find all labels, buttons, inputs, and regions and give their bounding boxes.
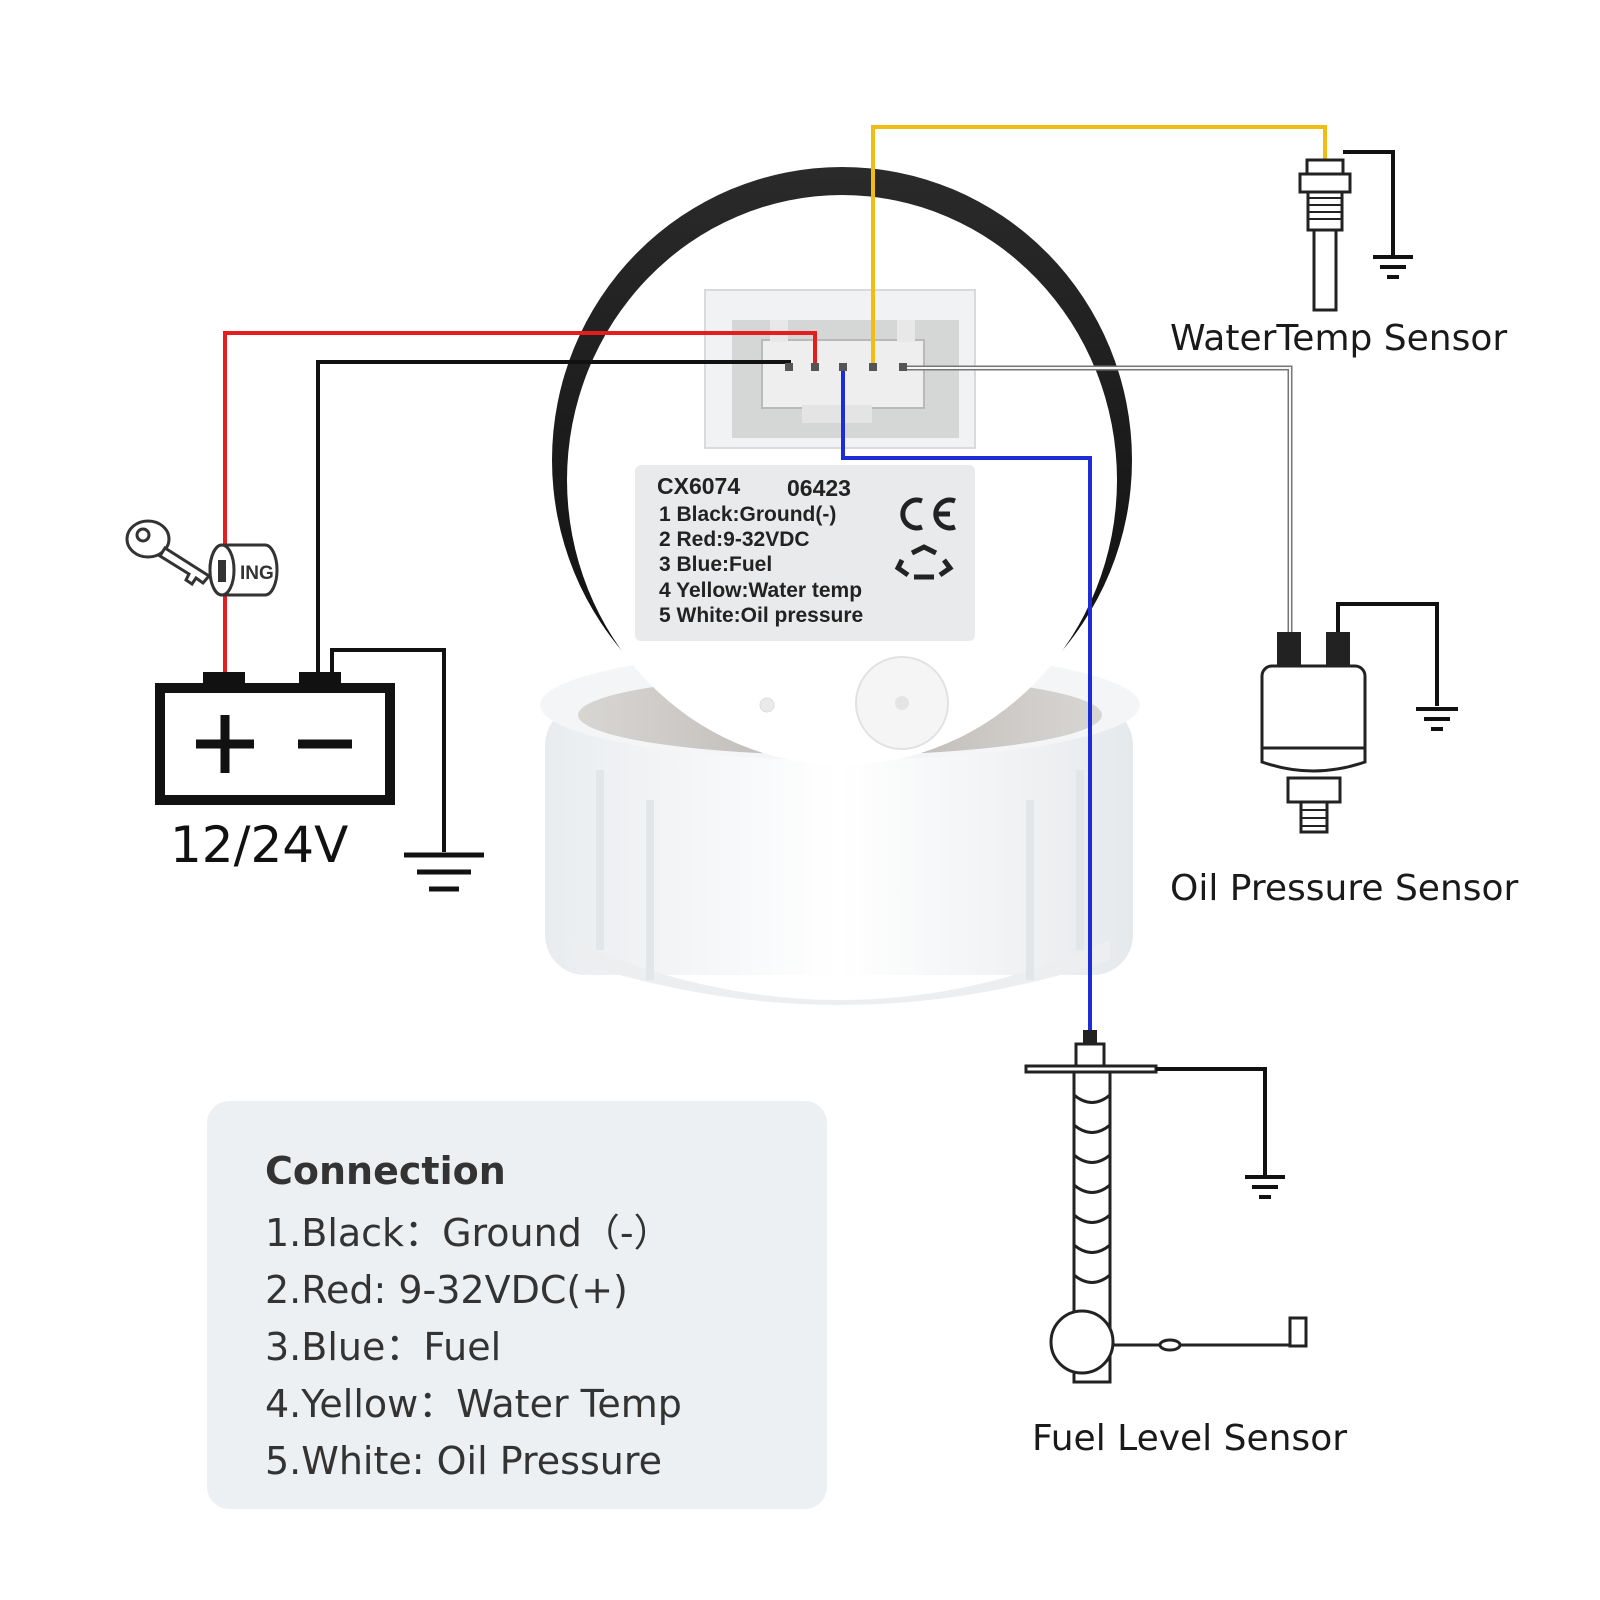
sticker-code: 06423	[787, 475, 851, 501]
ground-icon	[1373, 255, 1413, 279]
connection-item: 2.Red: 9-32VDC(+)	[265, 1268, 628, 1312]
ignition-barrel: ING	[208, 543, 279, 597]
connection-item: 3.Blue：Fuel	[265, 1325, 502, 1369]
ground-icon	[1245, 1175, 1285, 1199]
screw-hole	[759, 697, 775, 713]
connection-list: 1.Black：Ground（-） 2.Red: 9-32VDC(+) 3.Bl…	[265, 1205, 682, 1490]
ground-icon	[404, 852, 484, 892]
ground-icon	[1416, 707, 1458, 731]
sticker-line: 1 Black:Ground(-)	[659, 503, 836, 526]
connector-pins	[785, 363, 907, 371]
battery-plus-icon	[196, 715, 254, 773]
connection-legend: Connection 1.Black：Ground（-） 2.Red: 9-32…	[207, 1101, 827, 1509]
fuel-level-sensor: Fuel Level Sensor	[1024, 1030, 1347, 1459]
connection-title: Connection	[265, 1149, 506, 1193]
connection-item: 1.Black：Ground（-）	[265, 1211, 672, 1255]
sticker-line: 5 White:Oil pressure	[659, 604, 863, 627]
water-temp-sensor: WaterTemp Sensor	[1170, 150, 1507, 359]
sticker-model: CX6074	[657, 473, 740, 499]
connection-item: 4.Yellow：Water Temp	[265, 1382, 682, 1426]
ce-mark-icon	[900, 497, 956, 531]
key-icon	[125, 519, 212, 587]
oil-pressure-sensor: Oil Pressure Sensor	[1170, 602, 1519, 909]
connection-item: 5.White: Oil Pressure	[265, 1439, 662, 1483]
wire-yellow	[871, 125, 1327, 368]
battery: 12/24V	[155, 648, 484, 892]
wire-white-inner	[903, 367, 1291, 632]
battery-voltage-label: 12/24V	[170, 816, 348, 874]
sticker-line: 2 Red:9-32VDC	[659, 528, 810, 551]
sticker-line: 3 Blue:Fuel	[659, 553, 772, 576]
wire-red	[223, 331, 817, 676]
ignition-label: ING	[240, 563, 274, 584]
wire-blue	[841, 368, 1092, 1030]
sticker-line: 4 Yellow:Water temp	[659, 579, 862, 602]
gauge-sticker: CX6074 06423 1 Black:Ground(-) 2 Red:9-3…	[635, 465, 975, 641]
fuel-level-sensor-label: Fuel Level Sensor	[1032, 1418, 1347, 1459]
ignition-switch: ING	[125, 519, 279, 597]
oil-pressure-sensor-label: Oil Pressure Sensor	[1170, 868, 1519, 909]
water-temp-sensor-label: WaterTemp Sensor	[1170, 318, 1507, 359]
recycle-icon	[894, 544, 954, 580]
